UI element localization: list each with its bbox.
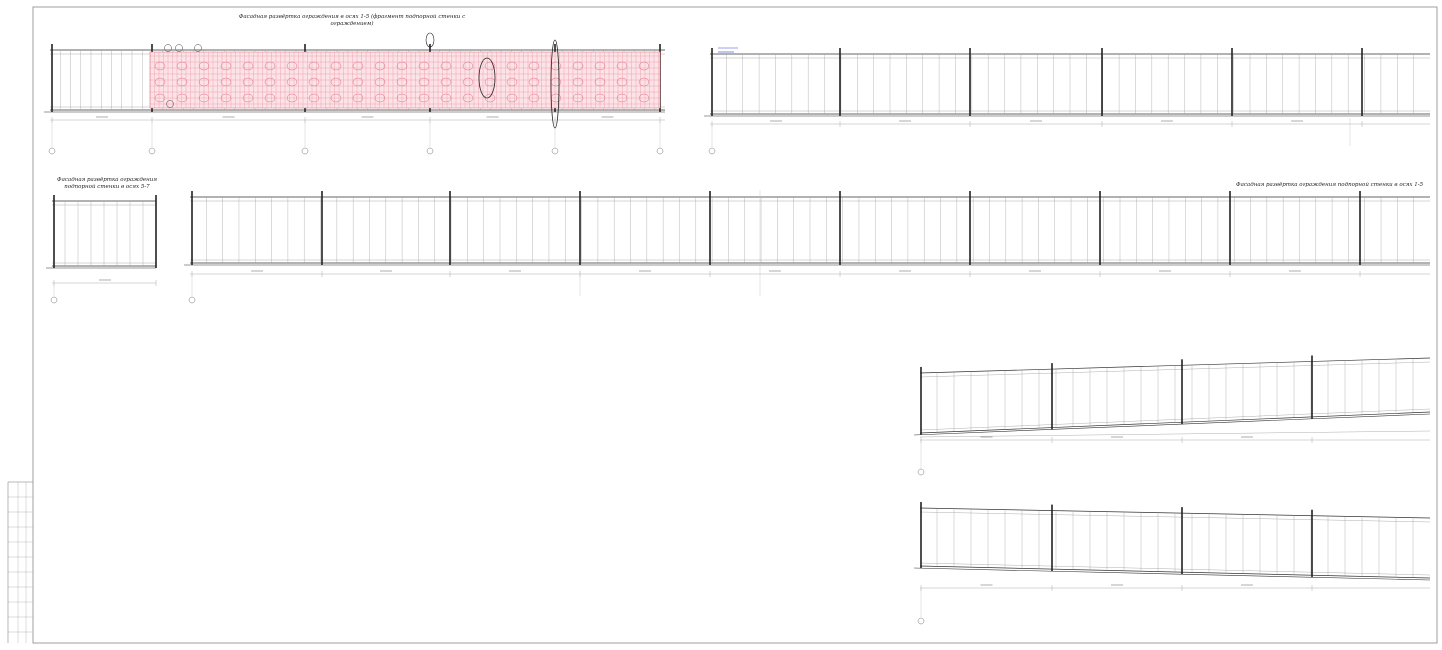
ornament <box>220 93 232 103</box>
ornament <box>396 77 408 87</box>
ornament <box>506 93 518 103</box>
ornament <box>572 77 584 87</box>
axis-marker <box>48 147 56 155</box>
ornament <box>264 93 276 103</box>
axis-marker <box>917 617 925 625</box>
ornament <box>638 77 650 87</box>
callout-ellipse <box>478 57 496 99</box>
ornament <box>154 61 166 71</box>
ornament <box>528 93 540 103</box>
ornament <box>462 61 474 71</box>
ornament <box>220 61 232 71</box>
ornament <box>616 61 628 71</box>
sheet-frame <box>32 6 1438 644</box>
axis-marker <box>708 147 716 155</box>
ornament <box>176 77 188 87</box>
title-top: Фасадная развёртка ограждения в осях 1-5… <box>238 14 466 27</box>
ornament <box>242 93 254 103</box>
ornament <box>264 77 276 87</box>
ornament <box>330 93 342 103</box>
ornament <box>594 93 606 103</box>
ornament <box>572 61 584 71</box>
axis-marker <box>426 147 434 155</box>
ground-line <box>913 413 1431 436</box>
ornament <box>594 61 606 71</box>
axis-marker <box>188 296 196 304</box>
title-right: Фасадная развёртка ограждения подпорной … <box>1236 182 1424 188</box>
axis-marker <box>551 147 559 155</box>
ornament <box>286 93 298 103</box>
ornament <box>286 61 298 71</box>
axis-marker <box>656 147 664 155</box>
ornament <box>462 93 474 103</box>
ornament <box>616 77 628 87</box>
title-left: Фасадная развёртка ограждения подпорной … <box>57 177 157 190</box>
ornament <box>616 93 628 103</box>
ornament <box>242 77 254 87</box>
ornament <box>308 93 320 103</box>
ornament <box>396 93 408 103</box>
ornament <box>418 93 430 103</box>
ornament <box>374 61 386 71</box>
ornament <box>242 61 254 71</box>
ornament <box>506 77 518 87</box>
ornament <box>484 93 496 103</box>
callout-ellipse <box>425 32 435 48</box>
ornament <box>352 61 364 71</box>
ornament <box>198 77 210 87</box>
ornament <box>220 77 232 87</box>
ornament <box>462 77 474 87</box>
ornament <box>330 77 342 87</box>
ornament <box>286 77 298 87</box>
ornament <box>176 93 188 103</box>
ornament <box>308 61 320 71</box>
sloped-ground-line <box>919 430 1431 438</box>
ornament <box>638 61 650 71</box>
ornament <box>572 93 584 103</box>
ornament <box>396 61 408 71</box>
callout-circle <box>194 44 202 52</box>
ornament <box>440 61 452 71</box>
ornament <box>418 61 430 71</box>
ornament <box>374 93 386 103</box>
ornament <box>352 93 364 103</box>
axis-marker <box>917 468 925 476</box>
ornament <box>374 77 386 87</box>
ornament <box>440 77 452 87</box>
ground-line <box>913 567 1431 581</box>
axis-marker <box>301 147 309 155</box>
ornament <box>506 61 518 71</box>
ornament <box>638 93 650 103</box>
ornament <box>330 61 342 71</box>
axis-marker <box>50 296 58 304</box>
ornament <box>528 61 540 71</box>
ornament <box>308 77 320 87</box>
ornament <box>440 93 452 103</box>
callout-circle <box>166 100 174 108</box>
callout-circle <box>164 44 172 52</box>
ornament <box>176 61 188 71</box>
ornament <box>264 61 276 71</box>
ornament <box>528 77 540 87</box>
ornament <box>352 77 364 87</box>
callout-circle <box>175 44 183 52</box>
ornament <box>154 93 166 103</box>
ornament <box>594 77 606 87</box>
ornament <box>418 77 430 87</box>
ornament <box>154 77 166 87</box>
ornament <box>198 61 210 71</box>
callout-ellipse <box>550 39 560 129</box>
ornament <box>484 61 496 71</box>
axis-marker <box>148 147 156 155</box>
ornament <box>198 93 210 103</box>
